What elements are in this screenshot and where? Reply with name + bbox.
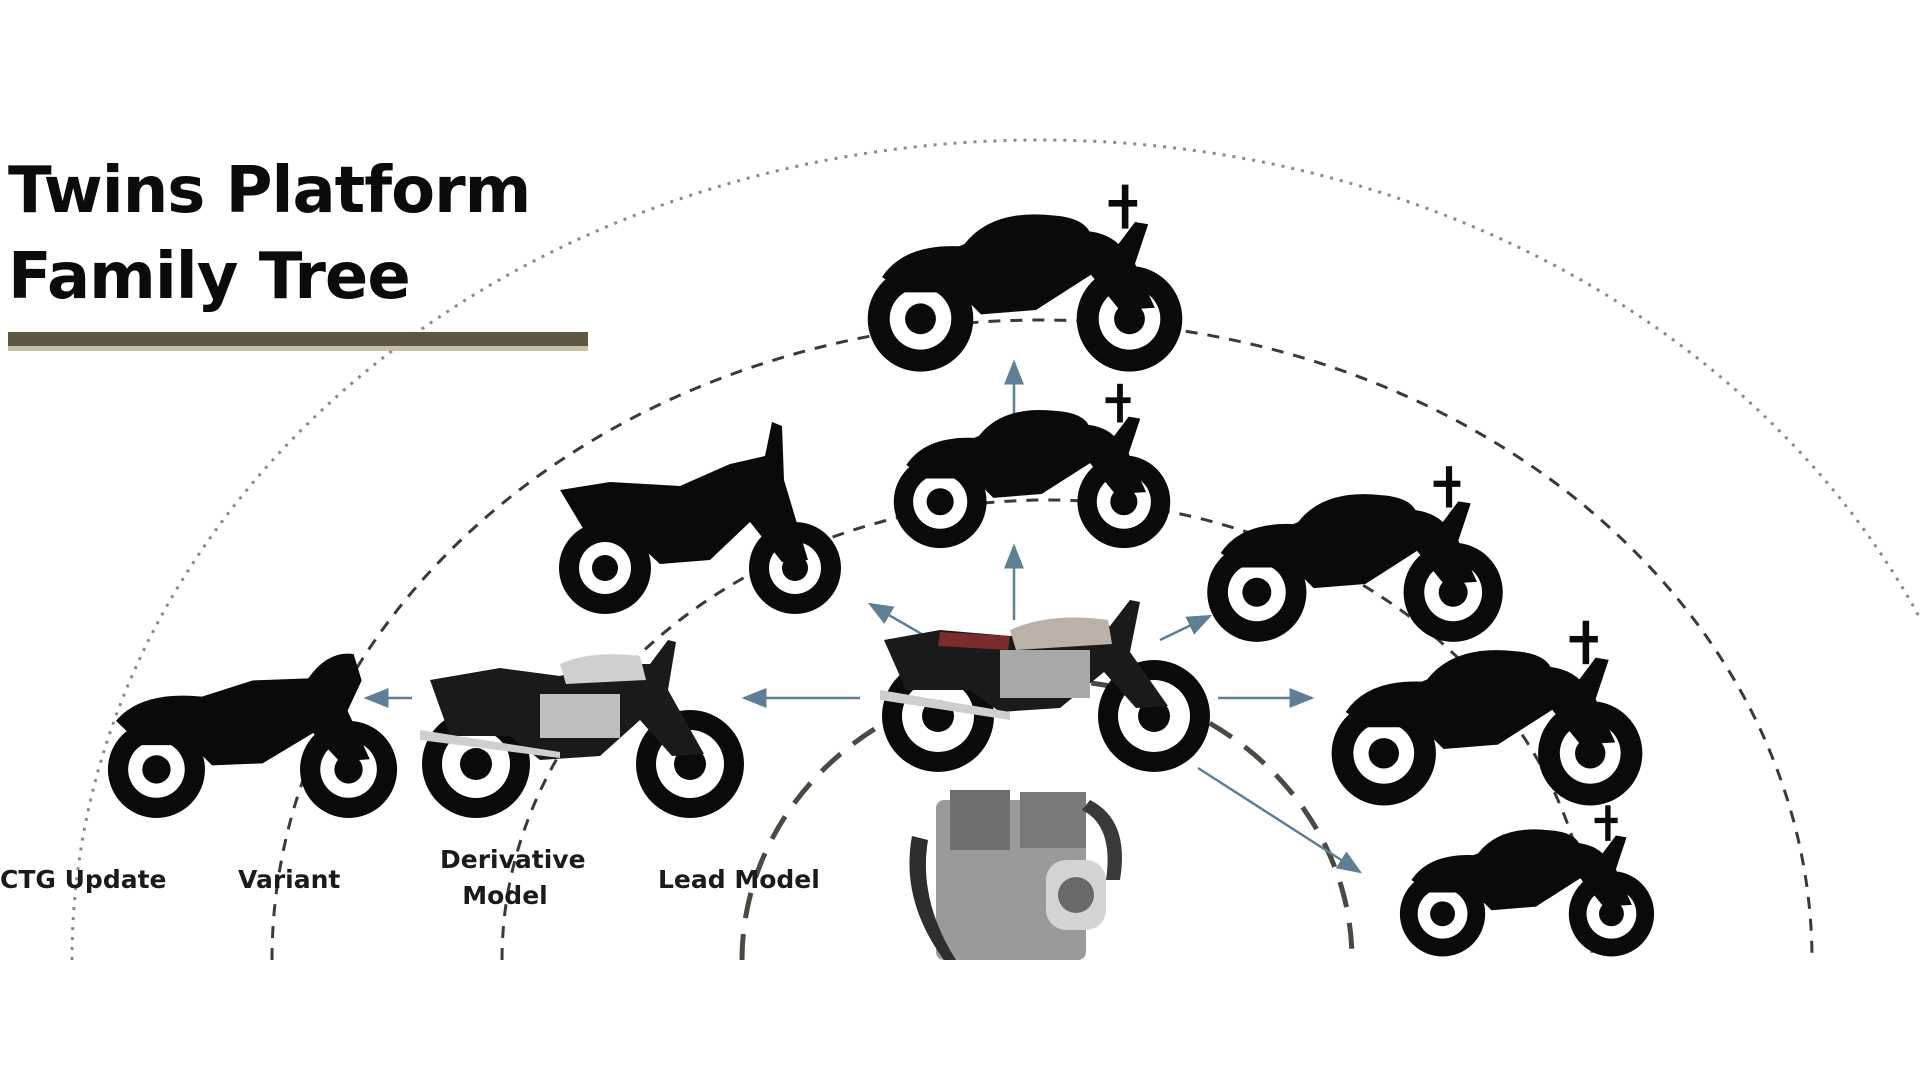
ring-lead (739, 677, 1355, 961)
title-line-1: Twins Platform (8, 154, 531, 228)
motorcycle-icon (880, 600, 1210, 772)
title-underline (8, 332, 588, 346)
motorcycle-icon (559, 422, 841, 614)
motorcycle-icon (893, 383, 1171, 549)
ring-derivative (500, 498, 1594, 961)
arrow-to-adv (867, 602, 926, 638)
motorcycle-icon (867, 184, 1183, 372)
motorcycle-icon (107, 653, 398, 818)
arrow-to-right-lower (1197, 766, 1363, 874)
ring-variant (270, 318, 1814, 961)
label-lead-model: Lead Model (658, 865, 820, 894)
motorcycle-icon (420, 640, 744, 818)
label-variant: Variant (238, 865, 341, 894)
engine-icon (909, 790, 1122, 960)
arrow-to-right-upper (1159, 614, 1213, 642)
motorcycle-icon (1399, 805, 1655, 957)
label-derivative-model: Derivative Model (440, 842, 586, 914)
label-derivative-line-2: Model (462, 881, 548, 910)
ring-ctg-update (70, 138, 1920, 961)
label-derivative-line-1: Derivative (440, 845, 586, 874)
title-underline-accent (8, 346, 588, 351)
diagram-title: Twins Platform Family Tree (8, 148, 531, 320)
motorcycle-icon (1207, 466, 1503, 642)
label-ctg-update: CTG Update (0, 865, 167, 894)
title-line-2: Family Tree (8, 240, 411, 314)
motorcycle-icon (1331, 620, 1643, 806)
